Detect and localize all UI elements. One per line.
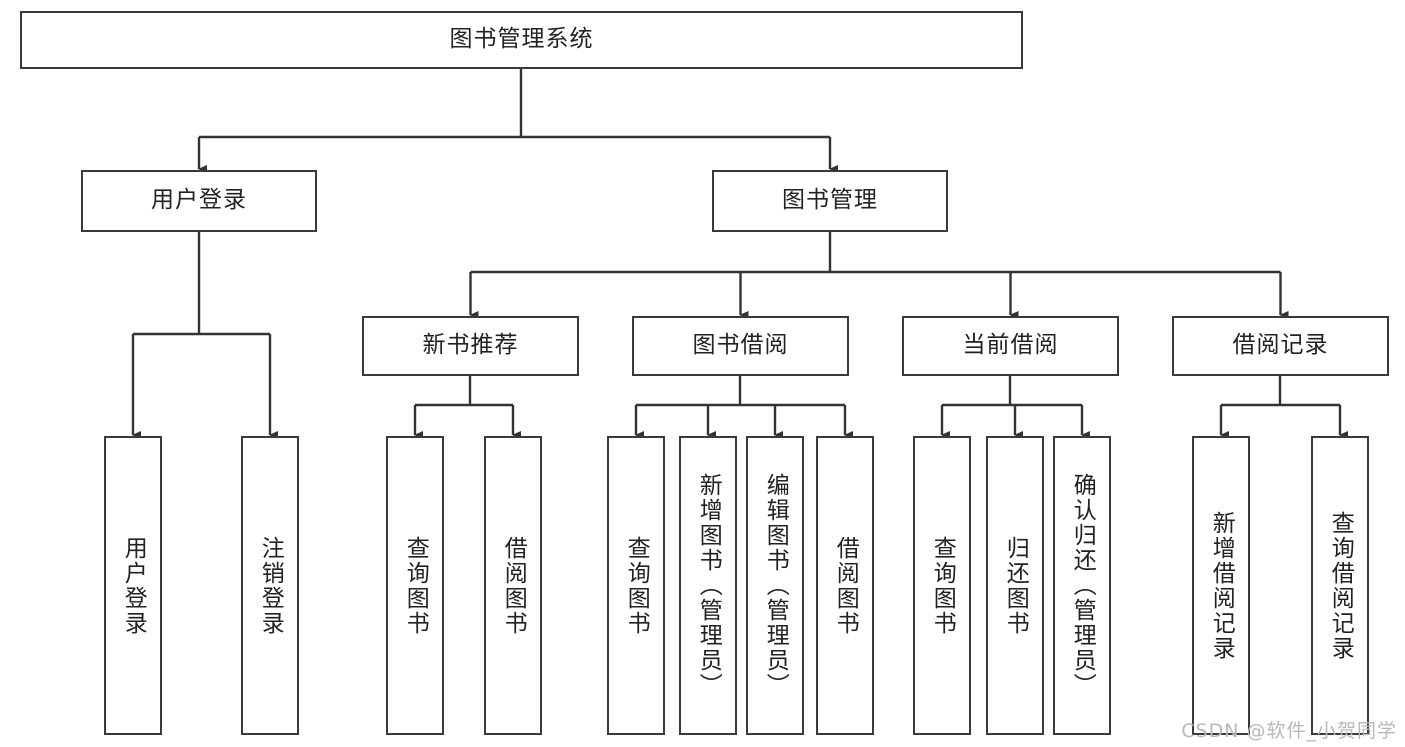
node-label: 用户登录 [120, 535, 147, 636]
node-label: 新增图书（管理员） [695, 473, 722, 698]
node-leaf-query-record[interactable]: 查询借阅记录 [1311, 436, 1369, 735]
watermark-text: CSDN @软件_小贺同学 [1181, 720, 1397, 742]
node-label: 查询图书 [402, 535, 429, 636]
node-leaf-query-book-2[interactable]: 查询图书 [607, 436, 665, 735]
node-label: 查询借阅记录 [1327, 510, 1354, 661]
node-label: 图书管理系统 [449, 26, 594, 53]
node-label: 用户登录 [151, 187, 247, 214]
node-label: 借阅记录 [1232, 332, 1329, 359]
node-leaf-user-login[interactable]: 用户登录 [104, 436, 162, 735]
node-label: 新书推荐 [422, 332, 519, 359]
node-leaf-add-book[interactable]: 新增图书（管理员） [679, 436, 737, 735]
node-label: 编辑图书（管理员） [762, 473, 789, 698]
node-current-borrow[interactable]: 当前借阅 [902, 316, 1119, 376]
node-leaf-user-logout[interactable]: 注销登录 [241, 436, 299, 735]
node-label: 注销登录 [257, 535, 284, 636]
node-leaf-edit-book[interactable]: 编辑图书（管理员） [746, 436, 804, 735]
node-user-login[interactable]: 用户登录 [81, 170, 317, 232]
node-leaf-query-book-1[interactable]: 查询图书 [386, 436, 444, 735]
node-leaf-borrow-book-1[interactable]: 借阅图书 [484, 436, 542, 735]
node-leaf-return-book[interactable]: 归还图书 [986, 436, 1044, 735]
node-borrow-record[interactable]: 借阅记录 [1172, 316, 1389, 376]
node-book-borrow[interactable]: 图书借阅 [632, 316, 849, 376]
node-label: 新增借阅记录 [1208, 510, 1235, 661]
node-label: 归还图书 [1002, 535, 1029, 636]
node-book-manage[interactable]: 图书管理 [712, 170, 948, 232]
node-label: 当前借阅 [962, 332, 1059, 359]
node-label: 确认归还（管理员） [1069, 473, 1096, 698]
node-label: 查询图书 [929, 535, 956, 636]
node-label: 查询图书 [623, 535, 650, 636]
node-label: 借阅图书 [500, 535, 527, 636]
node-leaf-borrow-book-2[interactable]: 借阅图书 [816, 436, 874, 735]
node-label: 借阅图书 [832, 535, 859, 636]
node-label: 图书借阅 [692, 332, 789, 359]
node-label: 图书管理 [782, 187, 878, 214]
node-leaf-confirm-return[interactable]: 确认归还（管理员） [1053, 436, 1111, 735]
node-root[interactable]: 图书管理系统 [20, 11, 1023, 69]
node-new-book-rec[interactable]: 新书推荐 [362, 316, 579, 376]
node-leaf-add-record[interactable]: 新增借阅记录 [1192, 436, 1250, 735]
node-leaf-query-book-3[interactable]: 查询图书 [913, 436, 971, 735]
